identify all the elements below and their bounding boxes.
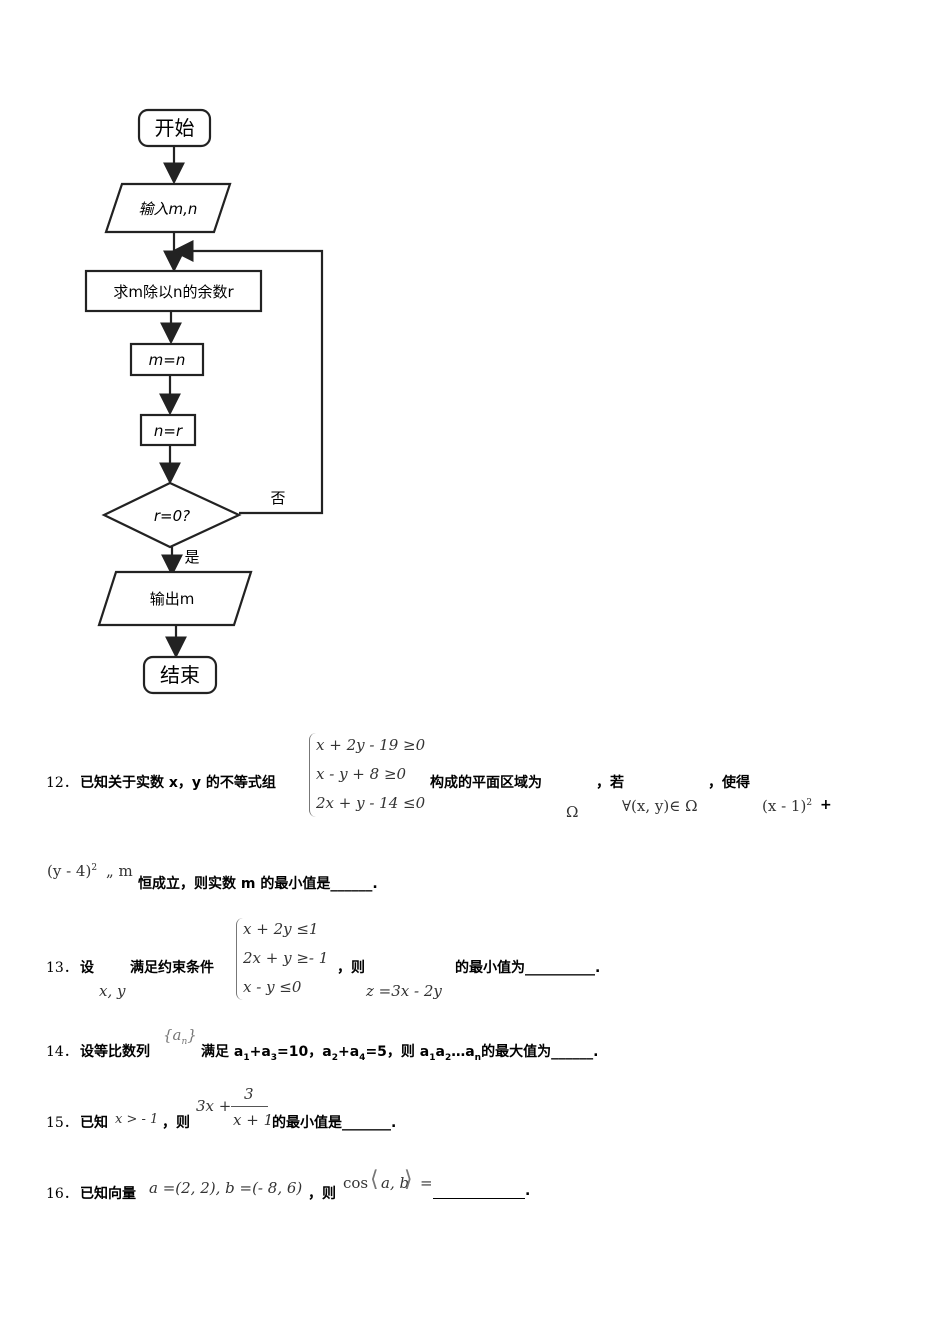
q16-equals: =	[420, 1174, 433, 1192]
q13-ineq-2: 2x + y ≥- 1	[243, 949, 329, 967]
q16-text-2: ，则	[308, 1186, 336, 1202]
q15-fraction-bar	[231, 1106, 268, 1107]
q13-text-2: 满足约束条件	[130, 960, 214, 976]
q12-ineq-2: x - y + 8 ≥0	[316, 765, 407, 783]
q12-ineq-3: 2x + y - 14 ≤0	[316, 794, 426, 812]
compute-remainder-label: 求m除以n的余数r	[113, 283, 234, 301]
output-label: 输出m	[150, 590, 195, 608]
q16-angle-left: ⟨	[370, 1167, 379, 1192]
q14-text-1: 设等比数列	[80, 1044, 150, 1060]
q13-text-3: ，则	[337, 960, 365, 976]
q12-forall: ∀(x, y)∈ Ω	[622, 797, 698, 815]
q12-text-3: ，若	[596, 775, 624, 791]
q12-text-4: ，使得	[708, 775, 750, 791]
decision-diamond	[101, 481, 242, 549]
q14-text-2: 满足 a1+a3=10，a2+a4=5，则 a1a2…an的最大值为______…	[201, 1044, 599, 1063]
q13-number: 13．	[46, 960, 78, 976]
q12-leq-m: „ m	[106, 862, 133, 880]
q16-answer-blank	[433, 1198, 525, 1199]
q16-number: 16．	[46, 1186, 78, 1202]
decision-label: r=0?	[154, 507, 190, 525]
q16-angle-right: ⟩	[404, 1167, 413, 1192]
assign-m-label: m=n	[149, 351, 186, 369]
q13-brace	[236, 918, 243, 1000]
end-label: 结束	[160, 663, 200, 687]
q13-text-4: 的最小值为__________.	[455, 960, 601, 976]
q12-text-1: 已知关于实数 x，y 的不等式组	[80, 775, 276, 791]
end-terminal	[142, 655, 218, 695]
q13-vars: x, y	[99, 982, 126, 1000]
loop-back-line	[171, 240, 324, 515]
q13-text-1: 设	[80, 960, 94, 976]
q14-number: 14．	[46, 1044, 78, 1060]
q16-text-3: .	[525, 1183, 531, 1199]
output-parallelogram	[97, 570, 253, 627]
assign-n-label: n=r	[154, 422, 183, 440]
q16-text-1: 已知向量	[80, 1186, 136, 1202]
q12-number: 12．	[46, 775, 78, 791]
assign-m-box	[129, 342, 205, 377]
no-label: 否	[270, 489, 285, 507]
q15-denominator: x + 1	[233, 1111, 274, 1129]
q15-text-1: 已知	[80, 1115, 108, 1131]
assign-n-box	[139, 413, 197, 447]
q12-brace	[309, 733, 316, 817]
q15-condition: x > - 1	[115, 1112, 159, 1127]
q16-angle: a, b	[381, 1174, 410, 1192]
start-label: 开始	[155, 116, 195, 140]
q13-ineq-1: x + 2y ≤1	[243, 920, 319, 938]
q15-text-3: 的最小值是_______.	[272, 1115, 397, 1131]
q15-text-2: ，则	[162, 1115, 190, 1131]
q12-expr2: (y - 4)2	[47, 862, 98, 880]
flowchart: 开始 输入m,n 求m除以n的余数r m=n n=r r=0? 否 是 输出m …	[84, 108, 324, 695]
q12-omega: Ω	[566, 803, 579, 821]
compute-remainder-box	[84, 269, 263, 313]
q12-text-2: 构成的平面区域为	[430, 775, 542, 791]
q13-ineq-3: x - y ≤0	[243, 978, 302, 996]
q12-ineq-1: x + 2y - 19 ≥0	[316, 736, 426, 754]
q15-number: 15．	[46, 1115, 78, 1131]
q16-vectors: a =(2, 2), b =(- 8, 6)	[149, 1179, 303, 1197]
q12-plus: +	[820, 797, 832, 813]
q12-text-5: 恒成立，则实数 m 的最小值是______.	[138, 876, 378, 892]
yes-label: 是	[184, 548, 199, 566]
q15-lhs: 3x +	[196, 1097, 232, 1115]
input-label: 输入m,n	[139, 200, 198, 218]
q14-sequence: {an}	[163, 1026, 197, 1047]
q12-expr1: (x - 1)2	[762, 797, 813, 815]
q13-z: z =3x - 2y	[366, 982, 442, 1000]
q16-cos: cos	[343, 1174, 369, 1192]
q15-numerator: 3	[244, 1085, 254, 1103]
input-parallelogram	[104, 182, 232, 234]
